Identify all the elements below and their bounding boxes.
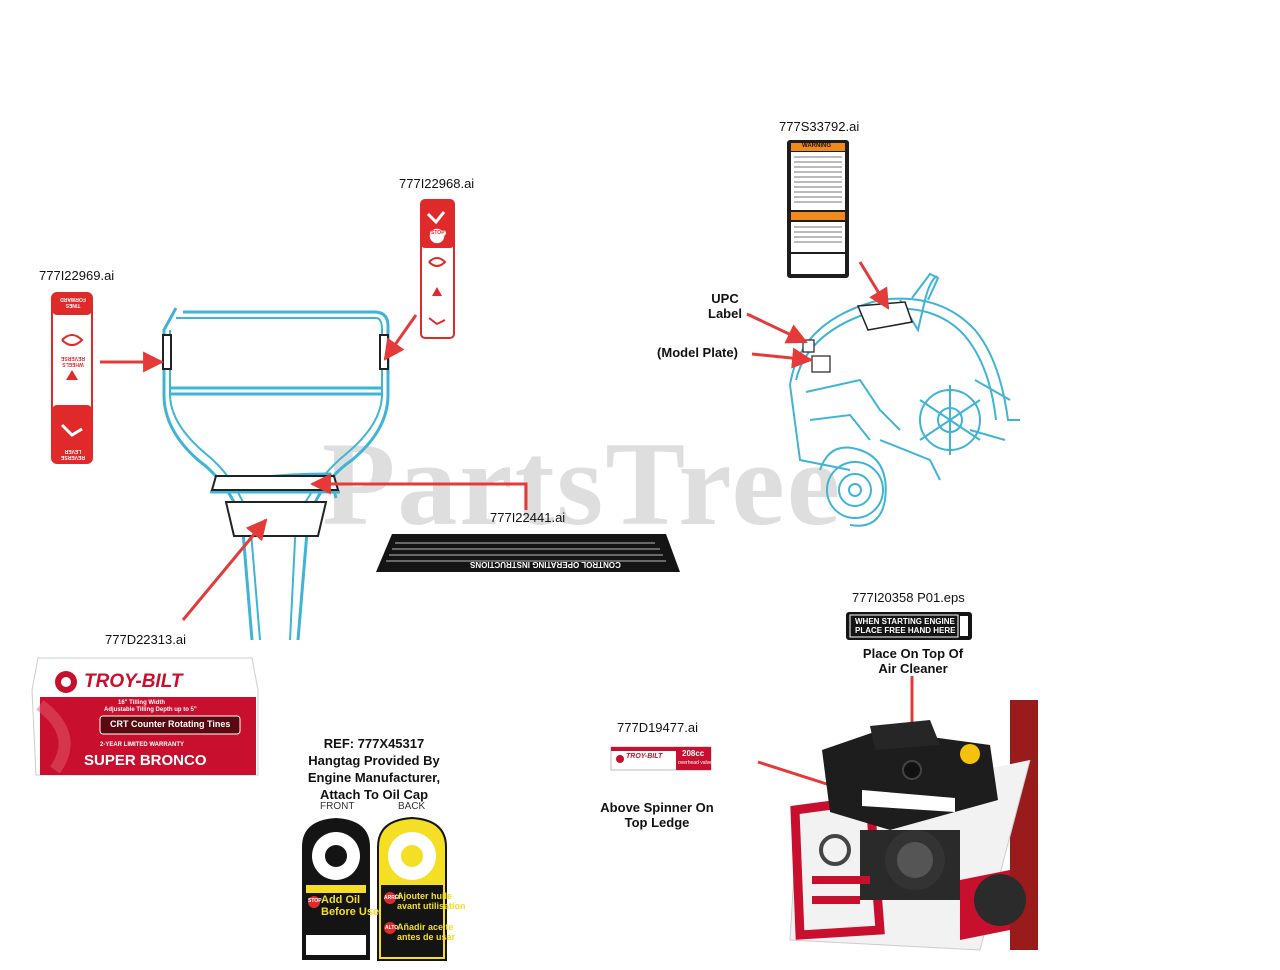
label-777i22968: 777I22968.ai bbox=[399, 176, 475, 191]
decal-777i22968 bbox=[420, 199, 455, 339]
engine-illustration bbox=[789, 700, 1038, 951]
label-777i22969: 777I22969.ai bbox=[39, 268, 115, 283]
hangtag-front bbox=[302, 818, 370, 960]
label-777d19477: 777D19477.ai bbox=[617, 720, 698, 735]
label-777d22313: 777D22313.ai bbox=[105, 632, 186, 647]
decal-engine-valve: overhead valve bbox=[678, 760, 712, 766]
hangtag-add-oil-text: Add Oil Before Use bbox=[321, 894, 380, 918]
center-decal-lower bbox=[224, 501, 328, 537]
callout-upc-label: UPC Label bbox=[708, 291, 742, 321]
hangtag-anadir-text: Añadir aceite antes de usar bbox=[397, 922, 456, 942]
decal-777i22969 bbox=[51, 292, 93, 464]
label-777i20358: 777I20358 P01.eps bbox=[852, 590, 965, 605]
label-777s33792: 777S33792.ai bbox=[779, 119, 860, 134]
hangtag-arret-text: ARRÊT bbox=[384, 895, 402, 901]
callout-hangtag-ref: REF: 777X45317 Hangtag Provided By Engin… bbox=[307, 736, 441, 802]
handle-decal-right bbox=[379, 334, 389, 370]
decal-22969-reverse: REVERSE LEVER bbox=[61, 448, 85, 460]
decal-22968-stop: STOP bbox=[430, 230, 446, 236]
callout-place-on-top: Place On Top Of Air Cleaner bbox=[862, 646, 964, 676]
hangtag-alto-text: ALTO bbox=[385, 925, 399, 931]
decal-crt-text: CRT Counter Rotating Tines bbox=[110, 719, 231, 729]
decal-tilling-depth: Adjustable Tilling Depth up to 5" bbox=[104, 707, 197, 713]
tiller-handle-frame bbox=[162, 307, 390, 641]
decal-warning-header: WARNING bbox=[802, 143, 831, 149]
hangtag-stop-text: STOP bbox=[308, 898, 322, 904]
hood-label-area bbox=[856, 301, 913, 331]
hangtag-back bbox=[377, 816, 447, 961]
label-777i22441: 777I22441.ai bbox=[490, 510, 566, 525]
hangtag-front-label: FRONT bbox=[320, 801, 355, 812]
model-plate-area bbox=[811, 355, 831, 373]
decal-control-title: CONTROL OPERATING INSTRUCTIONS bbox=[470, 560, 621, 569]
hangtag-ajouter-text: Ajouter huile avant utilisation bbox=[397, 891, 466, 911]
decal-warranty-text: 2-YEAR LIMITED WARRANTY bbox=[100, 742, 184, 748]
decal-engine-start-line1: WHEN STARTING ENGINE bbox=[855, 617, 955, 626]
hangtag-back-label: BACK bbox=[398, 801, 426, 812]
decal-777i20358 bbox=[846, 612, 972, 640]
decal-brand-text: TROY-BILT bbox=[84, 671, 183, 692]
handle-decal-left bbox=[162, 334, 172, 370]
decal-777d19477 bbox=[610, 746, 712, 771]
tiller-tine-hood bbox=[789, 272, 1020, 527]
decal-777i22441-lines bbox=[386, 542, 666, 562]
decal-model-name: SUPER BRONCO bbox=[84, 752, 207, 769]
center-decal-upper bbox=[210, 475, 340, 491]
decal-engine-cc: 208cc bbox=[682, 749, 705, 758]
decal-22969-wheels: WHEELS REVERSE bbox=[61, 355, 85, 367]
decal-777s33792 bbox=[787, 140, 849, 278]
callout-model-plate: (Model Plate) bbox=[657, 345, 738, 360]
decal-engine-start-line2: PLACE FREE HAND HERE bbox=[855, 626, 956, 635]
decal-tilling-width: 16" Tilling Width bbox=[118, 700, 166, 706]
decal-22969-tines: TINES FORWARD bbox=[60, 296, 86, 308]
decal-brand-small: TROY-BILT bbox=[626, 753, 663, 760]
decal-777d22313 bbox=[31, 657, 259, 776]
callout-above-spinner: Above Spinner On Top Ledge bbox=[600, 800, 714, 830]
